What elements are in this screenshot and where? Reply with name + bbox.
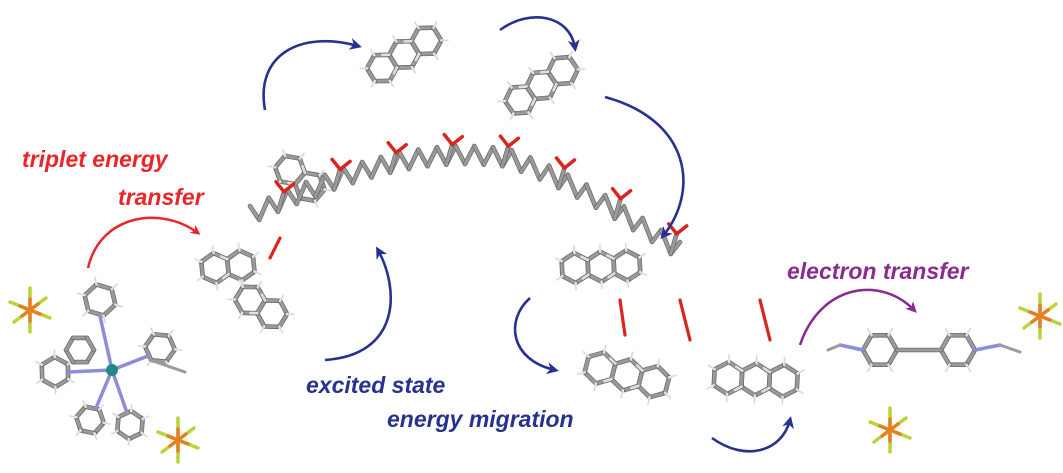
triplet-transfer-arrow: [86, 216, 201, 269]
iridium-complex: [34, 276, 187, 447]
pf6-right: [1018, 292, 1062, 340]
energy-migration-label: energy migration: [387, 406, 574, 432]
migration-arrow-top-right: [499, 16, 580, 52]
anthracene-top: [359, 20, 450, 89]
anthracene-stack-right: [554, 242, 648, 291]
anthracene-stack-left: [267, 148, 333, 209]
migration-arrow-top-left: [262, 38, 362, 111]
anthracene-bottom-right: [706, 353, 806, 406]
pf6-bottom-right: [868, 406, 912, 454]
pf6-bottom-left: [156, 416, 200, 464]
triplet-energy-label-line2: transfer: [118, 184, 204, 210]
viologen-acceptor: [826, 327, 1022, 373]
polymer-backbone: [247, 132, 772, 342]
anthracene-left-lower: [227, 279, 296, 334]
excited-state-label: excited state: [306, 372, 446, 398]
migration-arrow-up: [324, 246, 393, 362]
pf6-left: [8, 286, 52, 334]
anthracene-top-right: [497, 49, 586, 121]
migration-arrow-bottom: [711, 416, 794, 453]
electron-transfer-arrow: [798, 288, 917, 346]
anthracene-bottom: [576, 344, 678, 406]
anthracene-left: [193, 242, 262, 291]
migration-arrow-right: [604, 95, 685, 240]
electron-transfer-label: electron transfer: [787, 258, 969, 284]
triplet-energy-label-line1: triplet energy: [22, 146, 168, 172]
migration-arrow-down: [513, 297, 559, 375]
molecular-structures: [8, 20, 1062, 464]
